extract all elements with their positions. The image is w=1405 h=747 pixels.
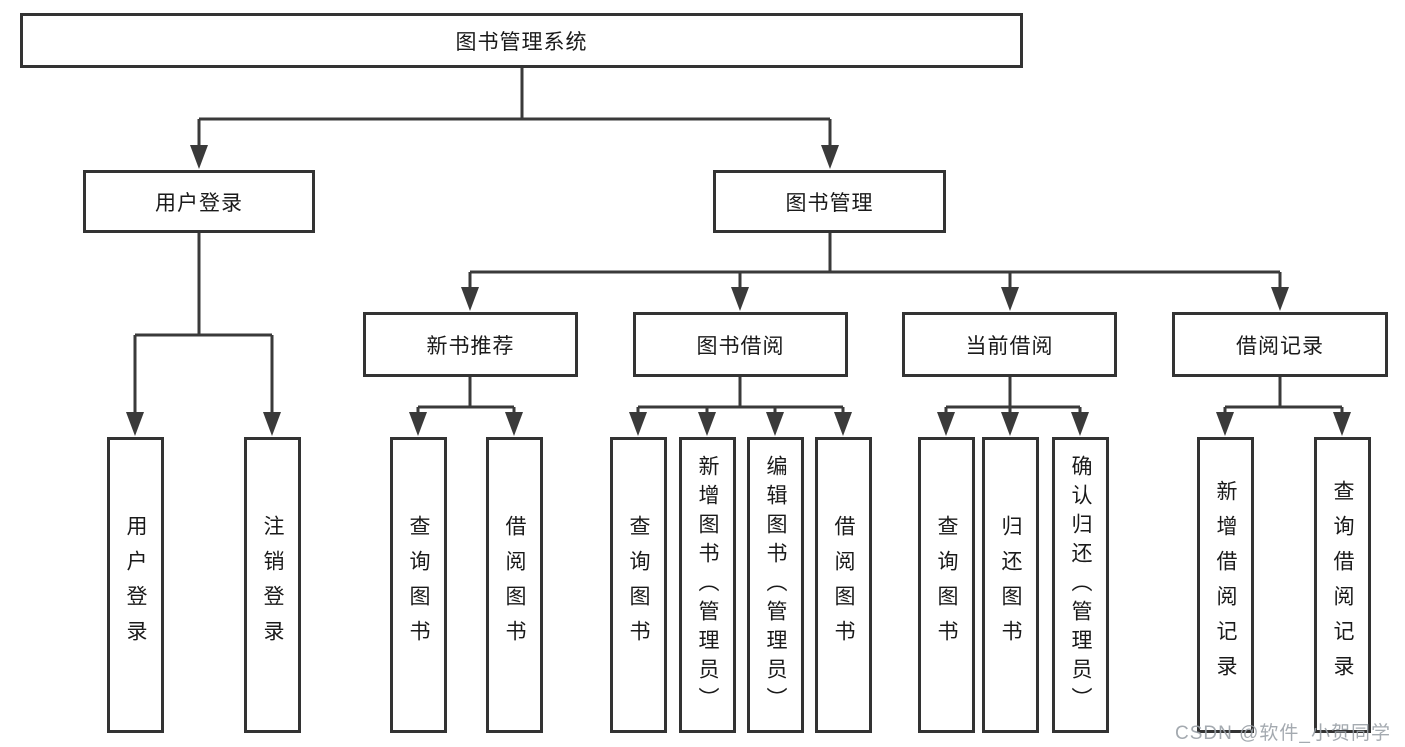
csdn-watermark: CSDN @软件_小贺同学 bbox=[1175, 723, 1391, 744]
node-library-management-system: 图书管理系统 bbox=[20, 13, 1023, 68]
node-user-login: 用户登录 bbox=[83, 170, 315, 233]
leaf-bb-add-books-admin: 新增图书（管理员） bbox=[679, 437, 736, 733]
leaf-nbr-borrow-books: 借阅图书 bbox=[486, 437, 543, 733]
leaf-bb-borrow-books: 借阅图书 bbox=[815, 437, 872, 733]
leaf-logout: 注销登录 bbox=[244, 437, 301, 733]
node-current-borrowing: 当前借阅 bbox=[902, 312, 1117, 377]
node-borrowing-records: 借阅记录 bbox=[1172, 312, 1388, 377]
node-book-borrowing: 图书借阅 bbox=[633, 312, 848, 377]
leaf-cb-return-books: 归还图书 bbox=[982, 437, 1039, 733]
node-book-management: 图书管理 bbox=[713, 170, 946, 233]
leaf-br-query-record: 查询借阅记录 bbox=[1314, 437, 1371, 733]
leaf-nbr-query-books: 查询图书 bbox=[390, 437, 447, 733]
leaf-br-add-record: 新增借阅记录 bbox=[1197, 437, 1254, 733]
leaf-bb-edit-books-admin: 编辑图书（管理员） bbox=[747, 437, 804, 733]
node-new-book-recommendation: 新书推荐 bbox=[363, 312, 578, 377]
leaf-cb-query-books: 查询图书 bbox=[918, 437, 975, 733]
leaf-bb-query-books: 查询图书 bbox=[610, 437, 667, 733]
leaf-cb-confirm-return-admin: 确认归还（管理员） bbox=[1052, 437, 1109, 733]
leaf-user-login: 用户登录 bbox=[107, 437, 164, 733]
